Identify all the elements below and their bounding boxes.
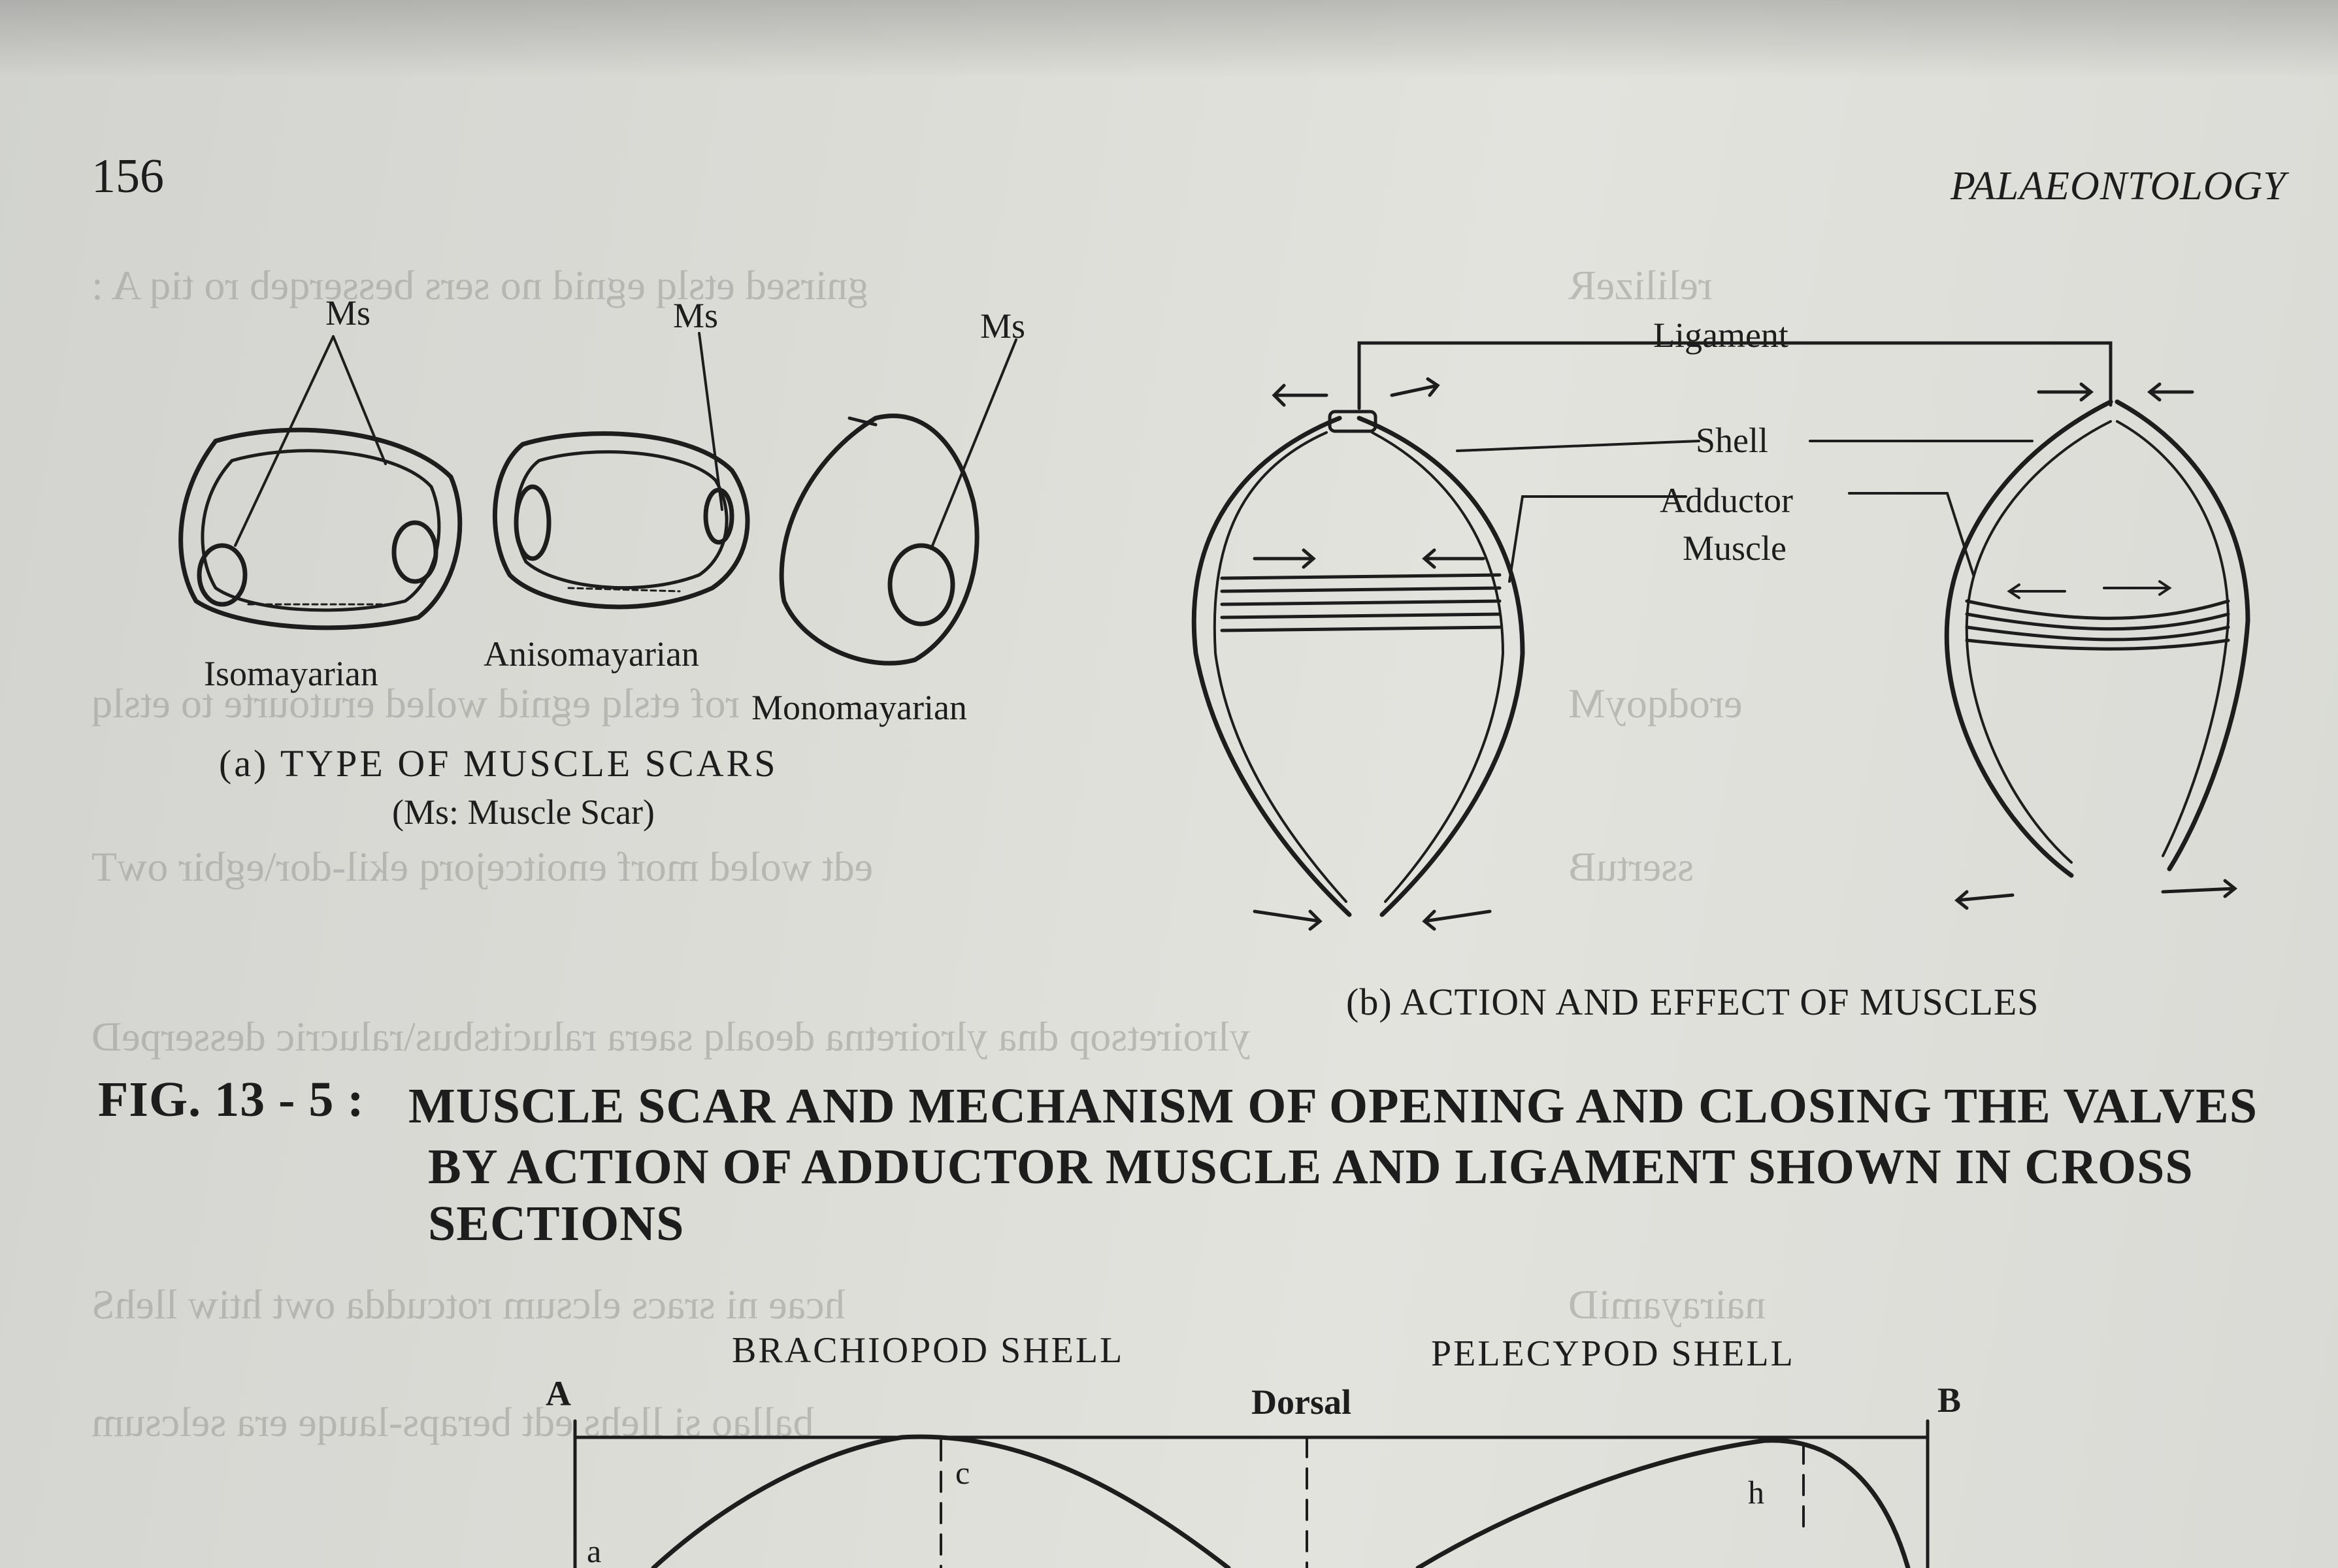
figure-a-caption: (a) TYPE OF MUSCLE SCARS — [219, 742, 778, 785]
ligament-label: Ligament — [1653, 316, 1788, 355]
running-title: PALAEONTOLOGY — [1951, 164, 2286, 208]
anisomayarian-shell-drawing — [492, 332, 750, 610]
type-label-isomayarian: Isomayarian — [204, 654, 378, 693]
dorsal-label: Dorsal — [1251, 1382, 1351, 1422]
h-label: h — [1748, 1474, 1764, 1511]
type-label-monomayarian: Monomayarian — [751, 688, 967, 727]
closed-valve-drawing — [1191, 341, 2113, 931]
figure-caption-line-2: BY ACTION OF ADDUCTOR MUSCLE AND LIGAMEN… — [428, 1139, 2194, 1194]
open-valve-drawing — [1809, 342, 2250, 910]
a-label: a — [587, 1533, 602, 1568]
page-number: 156 — [91, 150, 164, 203]
muscle-scar-label: Ms — [980, 306, 1026, 346]
brachiopod-shell-title: BRACHIOPOD SHELL — [732, 1330, 1125, 1371]
shell-label: Shell — [1696, 421, 1769, 460]
c-label: c — [955, 1454, 970, 1491]
figure-caption-line-3: SECTIONS — [428, 1196, 685, 1251]
muscle-scar-label: Ms — [673, 296, 719, 335]
point-a-label: A — [546, 1374, 571, 1413]
muscle-scar-label: Ms — [325, 293, 371, 333]
adductor-label: Adductor — [1660, 481, 1793, 520]
page-top-shadow — [0, 0, 2338, 78]
isomayarian-shell-drawing — [178, 335, 463, 630]
point-b-label: B — [1937, 1380, 1962, 1420]
figure-number: FIG. 13 - 5 : — [98, 1072, 365, 1127]
lower-shell-drawing — [573, 1419, 1930, 1568]
figure-a-subcaption: (Ms: Muscle Scar) — [392, 792, 655, 832]
type-label-anisomayarian: Anisomayarian — [484, 634, 699, 674]
pelecypod-shell-title: PELECYPOD SHELL — [1431, 1333, 1795, 1374]
figure-b-caption: (b) ACTION AND EFFECT OF MUSCLES — [1346, 981, 2039, 1023]
muscle-label: Muscle — [1683, 529, 1786, 568]
figure-caption-line-1: MUSCLE SCAR AND MECHANISM OF OPENING AND… — [408, 1079, 2258, 1134]
monomayarian-shell-drawing — [779, 338, 1017, 666]
